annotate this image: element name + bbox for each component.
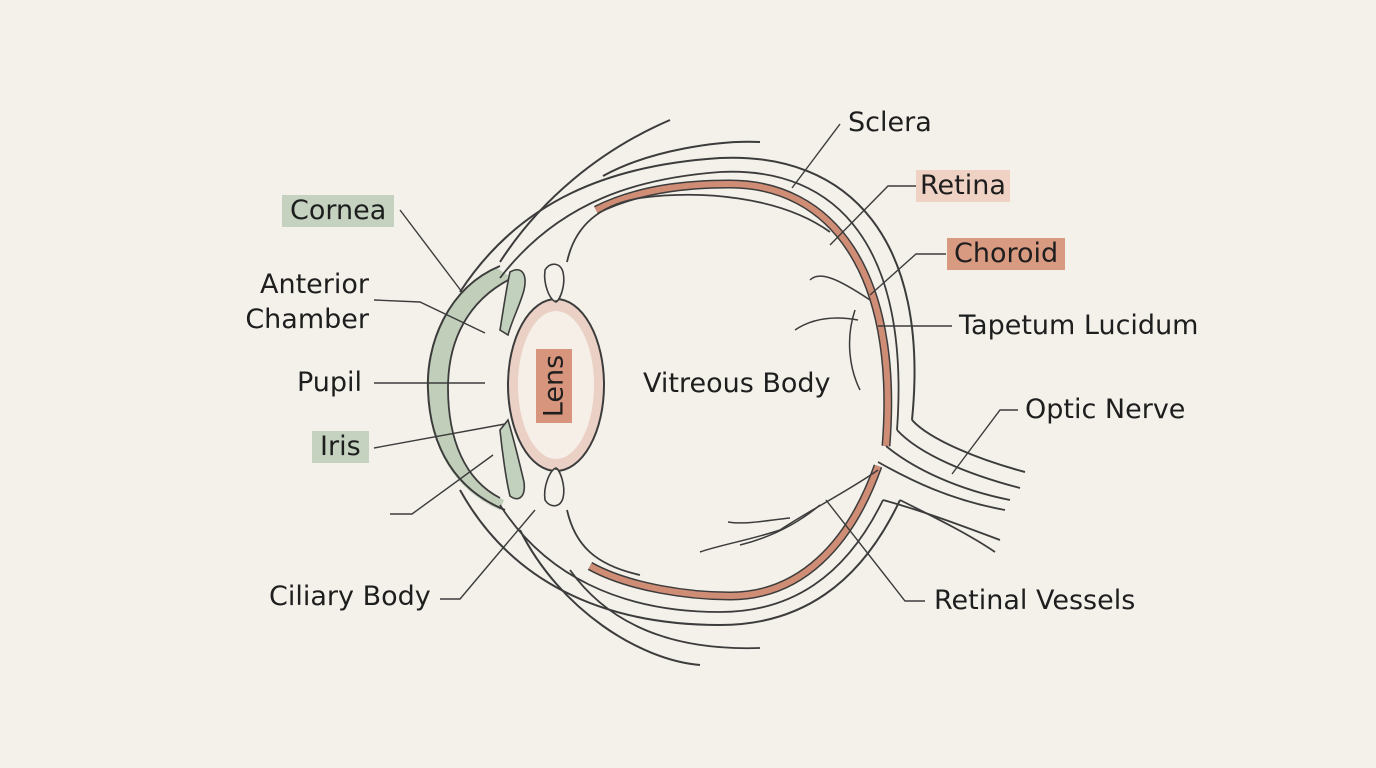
label-pupil: Pupil xyxy=(297,367,363,398)
leader-cornea xyxy=(399,209,463,293)
choroid-band-lower xyxy=(587,464,883,601)
choroid-band-lower-fill xyxy=(588,464,881,600)
leader-iris xyxy=(373,423,506,449)
retina-inner-boundary xyxy=(566,193,831,263)
cornea-shape xyxy=(427,268,512,510)
label-anterior-chamber-line2: Chamber xyxy=(245,304,369,335)
label-sclera: Sclera xyxy=(848,107,932,138)
sclera-inner-wall xyxy=(499,170,900,431)
label-anterior-chamber-line1: Anterior xyxy=(259,269,369,300)
choroid-band-upper-fill xyxy=(594,180,891,447)
ciliary-upper xyxy=(543,263,565,303)
leader-optic-nerve xyxy=(951,409,1018,475)
sclera-overlap-stroke-2 xyxy=(602,140,761,177)
sclera-outer-wall-lower xyxy=(459,489,901,627)
label-retina: Retina xyxy=(916,170,1010,202)
optic-nerve-line-2 xyxy=(896,429,1021,489)
retina-inner-boundary-lower xyxy=(566,509,641,576)
label-retinal-vessels: Retinal Vessels xyxy=(934,585,1136,616)
ciliary-lower xyxy=(543,467,565,507)
sclera-inner-wall-lower xyxy=(499,499,884,613)
label-lens-box: Lens xyxy=(536,349,572,423)
optic-nerve-line-6 xyxy=(899,499,996,553)
leader-anterior-chamber xyxy=(373,299,486,334)
retinal-vessel-upper-1 xyxy=(809,275,871,301)
leader-sclera xyxy=(791,123,841,189)
optic-nerve-line-4 xyxy=(877,461,1006,511)
optic-nerve-line-3 xyxy=(885,445,1011,501)
leader-ciliary-body xyxy=(440,509,536,600)
label-vitreous-body: Vitreous Body xyxy=(643,368,831,399)
leader-retinal-vessels xyxy=(825,499,925,602)
sclera-overlap-stroke-4 xyxy=(569,569,761,650)
sclera-overlap-stroke-1 xyxy=(499,119,671,263)
optic-nerve-line-5 xyxy=(882,499,1001,541)
optic-nerve-line-1 xyxy=(911,419,1026,473)
label-optic-nerve: Optic Nerve xyxy=(1025,394,1186,425)
leader-retina xyxy=(829,185,916,246)
label-iris: Iris xyxy=(312,431,369,463)
label-cornea: Cornea xyxy=(282,195,395,227)
iris-upper xyxy=(499,268,526,337)
leader-choroid xyxy=(869,253,946,296)
retinal-vessel-lower-3 xyxy=(727,517,791,524)
iris-lower xyxy=(499,418,526,500)
cornea-outer-edge xyxy=(426,265,506,511)
retinal-vessel-upper-2 xyxy=(794,317,859,331)
label-lens: Lens xyxy=(538,354,570,418)
retinal-vessel-lower-2 xyxy=(739,504,821,546)
choroid-band-upper xyxy=(593,179,893,447)
retinal-vessel-upper-3 xyxy=(848,309,861,391)
label-tapetum-lucidum: Tapetum Lucidum xyxy=(959,310,1199,341)
leader-unlabeled xyxy=(390,454,494,515)
label-anterior-chamber: Anterior Chamber xyxy=(238,267,369,337)
retinal-vessel-lower-1 xyxy=(699,469,879,553)
label-choroid: Choroid xyxy=(947,238,1066,270)
sclera-outer-wall xyxy=(459,156,916,421)
label-ciliary-body: Ciliary Body xyxy=(269,581,431,612)
sclera-overlap-stroke-3 xyxy=(519,529,701,666)
cornea-inner-edge xyxy=(447,277,513,499)
